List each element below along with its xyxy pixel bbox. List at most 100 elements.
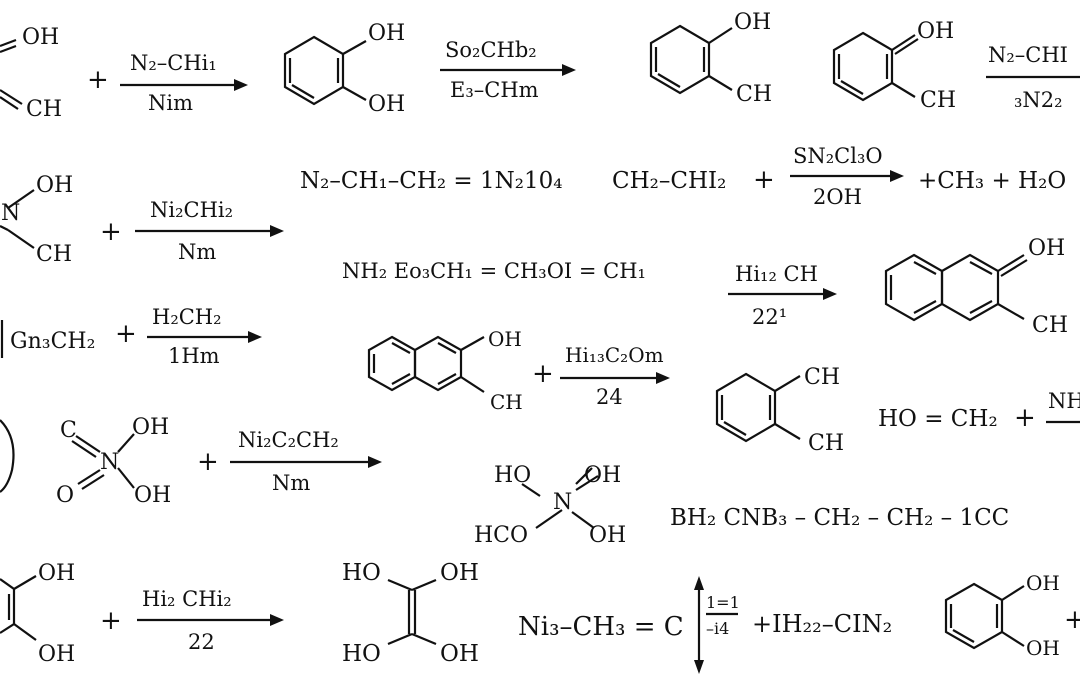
reagent-label: Ni₂CHi₂ — [150, 198, 233, 222]
reagent-label: N₂–CHi₁ — [130, 51, 217, 75]
plus-sign: + — [100, 606, 122, 636]
molecule-partial-catechol: OH OH — [0, 561, 75, 667]
row-5: C N OH O OH + Ni₂C₂CH₂ Nm HO OH N HCO OH… — [0, 415, 1009, 548]
condition-label: 22 — [188, 630, 215, 654]
label-oh: OH — [584, 463, 621, 488]
plus-sign: + — [87, 65, 109, 95]
reaction-arrow: Ni₂CHi₂ Nm — [135, 198, 284, 264]
reagent-label: Hi₁₂ CH — [735, 262, 818, 286]
condition-label: Nm — [272, 471, 310, 495]
label-oh: OH — [134, 483, 171, 508]
label-ho: HO — [342, 641, 381, 667]
reagent-label: Ni₂C₂CH₂ — [238, 428, 339, 452]
molecule-xylene: CH CH — [715, 365, 844, 456]
condition-label: 2OH — [813, 185, 862, 209]
molecule-naphthol-2: OH CH — [367, 327, 523, 414]
label-ch: CH — [1032, 313, 1068, 338]
equation-text: N₂–CH₁–CH₂ = 1N₂10₄ — [300, 168, 562, 194]
row-6: OH OH + Hi₂ CHi₂ 22 HO OH HO OH Ni₃–CH₃ … — [0, 560, 1080, 674]
double-arrow-vertical — [694, 576, 704, 674]
label-oh: OH — [368, 21, 405, 46]
label-oh: OH — [38, 642, 75, 667]
row-4: Gn₃CH₂ + H₂CH₂ 1Hm OH CH + Hi₁₃C₂Om — [0, 305, 1080, 456]
label-ho: HO — [494, 463, 531, 488]
row-2: OH N CH + Ni₂CHi₂ Nm N₂–CH₁–CH₂ = 1N₂10₄… — [0, 144, 1066, 267]
reaction-arrow: Ni₂C₂CH₂ Nm — [230, 428, 382, 495]
label-ch: CH — [26, 97, 62, 122]
label-oh: OH — [589, 523, 626, 548]
reagent-label: Hi₁₃C₂Om — [565, 343, 664, 367]
label-oh: OH — [368, 92, 405, 117]
plus-sign: + — [115, 319, 137, 349]
label-oh: OH — [22, 25, 59, 50]
label-oh: OH — [1026, 636, 1060, 660]
molecule-nitro-acid: C N OH O OH — [56, 415, 171, 508]
equation-text: BH₂ CNB₃ – CH₂ – CH₂ – 1CC — [670, 505, 1009, 531]
molecule-oxalic-acid: HO OH HO OH — [342, 560, 479, 667]
reaction-arrow: SN₂Cl₃O 2OH — [790, 144, 904, 209]
label-oh: OH — [38, 561, 75, 586]
equation-text: Gn₃CH₂ — [10, 329, 95, 354]
label-hco: HCO — [474, 523, 528, 548]
condition-label: 1Hm — [168, 344, 220, 368]
label-oh: OH — [917, 19, 954, 44]
label-n: N — [100, 450, 119, 475]
plus-sign: + — [100, 217, 122, 247]
reagent-label: SN₂Cl₃O — [793, 144, 883, 168]
fraction-bottom: –i4 — [706, 619, 729, 638]
label-ch: CH — [808, 431, 844, 456]
molecule-catechol: OH OH — [283, 21, 405, 117]
molecule-nitro-diol: HO OH N HCO OH — [474, 463, 626, 548]
condition-label: 24 — [596, 385, 623, 409]
condition-label: 22¹ — [752, 305, 787, 329]
reaction-arrow: Hi₁₂ CH 22¹ — [728, 262, 837, 329]
label-ho: HO — [342, 560, 381, 586]
label-c: C — [60, 418, 77, 443]
label-n: N — [553, 490, 572, 515]
label-ch: CH — [490, 390, 523, 414]
molecule-phenol-2: OH CH — [832, 19, 956, 113]
label-oh: OH — [36, 173, 73, 198]
equation-text: CH₂–CHI₂ — [612, 168, 726, 194]
label-oh: OH — [1026, 571, 1060, 595]
label-ch: CH — [804, 365, 840, 390]
fraction-top: 1=1 — [706, 593, 740, 612]
molecule-partial-1: OH CH — [0, 25, 62, 122]
molecule-partial-2: OH N CH — [0, 173, 73, 267]
reaction-arrow: Hi₁₃C₂Om 24 — [560, 343, 670, 409]
reagent-label: Hi₂ CHi₂ — [142, 587, 232, 611]
row-3: NH₂ Eo₃CH₁ = CH₃OI = CH₁ Hi₁₂ CH 22¹ OH … — [342, 236, 1068, 338]
plus-sign: + — [197, 447, 219, 477]
label-ch: CH — [36, 242, 72, 267]
reaction-arrow: N₂–CHi₁ Nim — [120, 51, 248, 115]
reaction-arrow: Hi₂ CHi₂ 22 — [137, 587, 284, 654]
reaction-arrow: NH — [1046, 389, 1080, 424]
label-oh: OH — [1028, 236, 1065, 261]
reaction-arrow: N₂–CHI ₃N2₂ — [986, 43, 1080, 112]
molecule-catechol-2: OH OH — [944, 571, 1060, 660]
plus-sign: + — [532, 359, 554, 389]
label-oh: OH — [440, 641, 479, 667]
reaction-arrow: So₂CHb₂ E₃–CHm — [440, 38, 576, 102]
label-oh: OH — [488, 327, 522, 351]
equation-text: +CH₃ + H₂O — [918, 168, 1066, 194]
label-oh: OH — [440, 560, 479, 586]
reagent-label: NH — [1048, 389, 1080, 413]
molecule-naphthol-1: OH CH — [884, 236, 1068, 338]
row-1: OH CH + N₂–CHi₁ Nim OH OH So₂CHb₂ E₃–CHm — [0, 10, 1080, 122]
plus-sign: + — [1064, 605, 1080, 635]
plus-sign: + — [1014, 403, 1036, 433]
reagent-label: So₂CHb₂ — [445, 38, 537, 62]
condition-label: Nim — [148, 91, 193, 115]
label-oh: OH — [132, 415, 169, 440]
label-ch: CH — [920, 88, 956, 113]
label-oh: OH — [734, 10, 771, 35]
molecule-phenol-1: OH CH — [649, 10, 772, 107]
condition-label: Nm — [178, 240, 216, 264]
reagent-label: H₂CH₂ — [152, 305, 222, 329]
reagent-label: N₂–CHI — [988, 43, 1068, 67]
condition-label: E₃–CHm — [450, 78, 539, 102]
equation-text: NH₂ Eo₃CH₁ = CH₃OI = CH₁ — [342, 259, 646, 283]
plus-sign: + — [753, 165, 775, 195]
